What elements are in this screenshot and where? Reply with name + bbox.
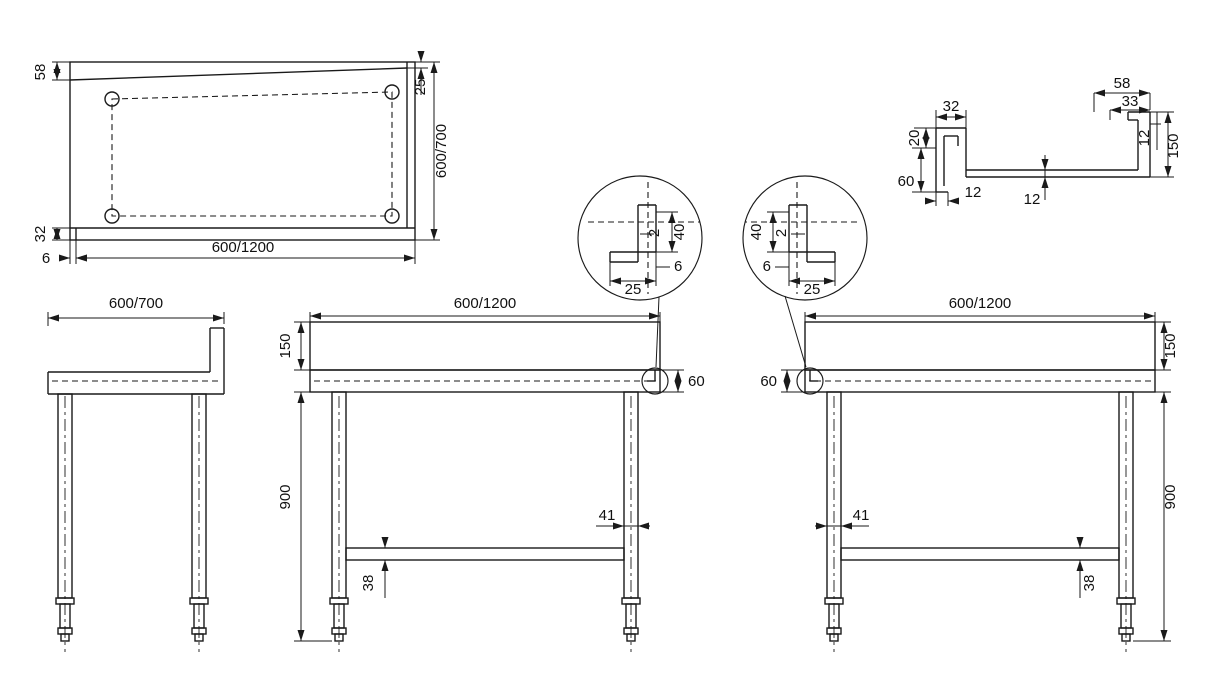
profile-dim-cap-inner-label: 33	[1122, 93, 1139, 110]
detail-marker-circle	[641, 367, 669, 395]
profile-dim-edge-height-label: 60	[898, 173, 915, 190]
front-dim-splash-label: 150	[277, 333, 294, 358]
plan-view-outline	[69, 61, 416, 241]
front-view-mirrored: 600/1200 150 900 41 38 60	[760, 295, 1179, 652]
profile-dim-hem-front-label: 12	[965, 184, 982, 201]
plan-view-dimensions	[52, 51, 440, 264]
profile-dim-cap-height-label: 12	[1136, 130, 1153, 147]
plan-dim-depth-label: 600/700	[433, 124, 450, 178]
front-mirrored-dim-edge-label: 60	[760, 373, 777, 390]
plan-dim-fold-left-label: 58	[32, 64, 49, 81]
front-dim-edge-label: 60	[688, 373, 705, 390]
leg-position-circle	[104, 91, 120, 107]
detail-bubble-circle	[577, 175, 703, 301]
detail-leader-left	[655, 296, 660, 368]
leg	[55, 393, 75, 652]
front-view-mirrored-geometry	[781, 312, 1171, 652]
detail-left-dim-width-label: 25	[625, 281, 642, 298]
detail-right-dim-radius-label: 6	[763, 258, 771, 275]
front-mirrored-dim-splash-label: 150	[1162, 333, 1179, 358]
cross-brace	[345, 547, 625, 561]
detail-right-dim-gap-label: 2	[773, 229, 790, 237]
side-view-outline	[47, 327, 225, 395]
profile-dim-top-fold-label: 32	[943, 98, 960, 115]
detail-left-dim-height-label: 40	[671, 224, 688, 241]
detail-left-dim-radius-label: 6	[674, 258, 682, 275]
plan-dim-fold-right-label: 25	[412, 79, 429, 96]
front-view-geometry	[294, 312, 684, 652]
profile-dim-cap-outer-label: 58	[1114, 75, 1131, 92]
plan-dim-length-label: 600/1200	[212, 239, 275, 256]
leg-position-circle	[104, 208, 120, 224]
plan-view: 58 32 6 600/1200 25 600/700	[32, 51, 450, 267]
detail-circle-geometry	[577, 175, 703, 301]
edge-profile-outline	[935, 111, 1151, 193]
front-dim-brace-label: 38	[360, 575, 377, 592]
edge-profile-dimensions	[912, 89, 1174, 206]
plan-dim-rear-channel-label: 32	[32, 226, 49, 243]
front-mirrored-dim-brace-label: 38	[1081, 575, 1098, 592]
front-view-center: 600/1200 150 900 41 38 60	[277, 295, 705, 652]
detail-left-dim-gap-label: 2	[646, 229, 663, 237]
front-mirrored-dim-height-label: 900	[1162, 484, 1179, 509]
leg	[621, 391, 641, 652]
front-dim-height-label: 900	[277, 484, 294, 509]
side-view-dimensions	[47, 312, 225, 326]
front-dim-length-label: 600/1200	[454, 295, 517, 312]
splashback	[309, 321, 661, 371]
leg	[329, 391, 349, 652]
front-mirrored-dim-leg-label: 41	[853, 507, 870, 524]
profile-dim-thickness-label: 12	[1024, 191, 1041, 208]
profile-dim-return-label: 20	[906, 130, 923, 147]
tabletop-edge	[309, 369, 661, 393]
profile-dim-splash-height-label: 150	[1165, 133, 1182, 158]
detail-right-dim-width-label: 25	[804, 281, 821, 298]
detail-circle-right: 2 40 25 6	[743, 176, 867, 300]
front-mirrored-dim-length-label: 600/1200	[949, 295, 1012, 312]
side-view: 600/700	[47, 295, 225, 652]
detail-leader-right	[784, 295, 807, 368]
side-dim-depth-label: 600/700	[109, 295, 163, 312]
detail-circle-left: 2 40 25 6	[577, 175, 703, 301]
plan-dim-edge-label: 6	[42, 250, 50, 267]
detail-right-dim-height-label: 40	[748, 224, 765, 241]
leg-position-circle	[384, 84, 400, 100]
leg-position-circle	[384, 208, 400, 224]
front-dim-leg-label: 41	[599, 507, 616, 524]
leg	[189, 393, 209, 652]
edge-profile-detail: 32 20 60 12 12 58 33 12 150	[898, 75, 1182, 208]
